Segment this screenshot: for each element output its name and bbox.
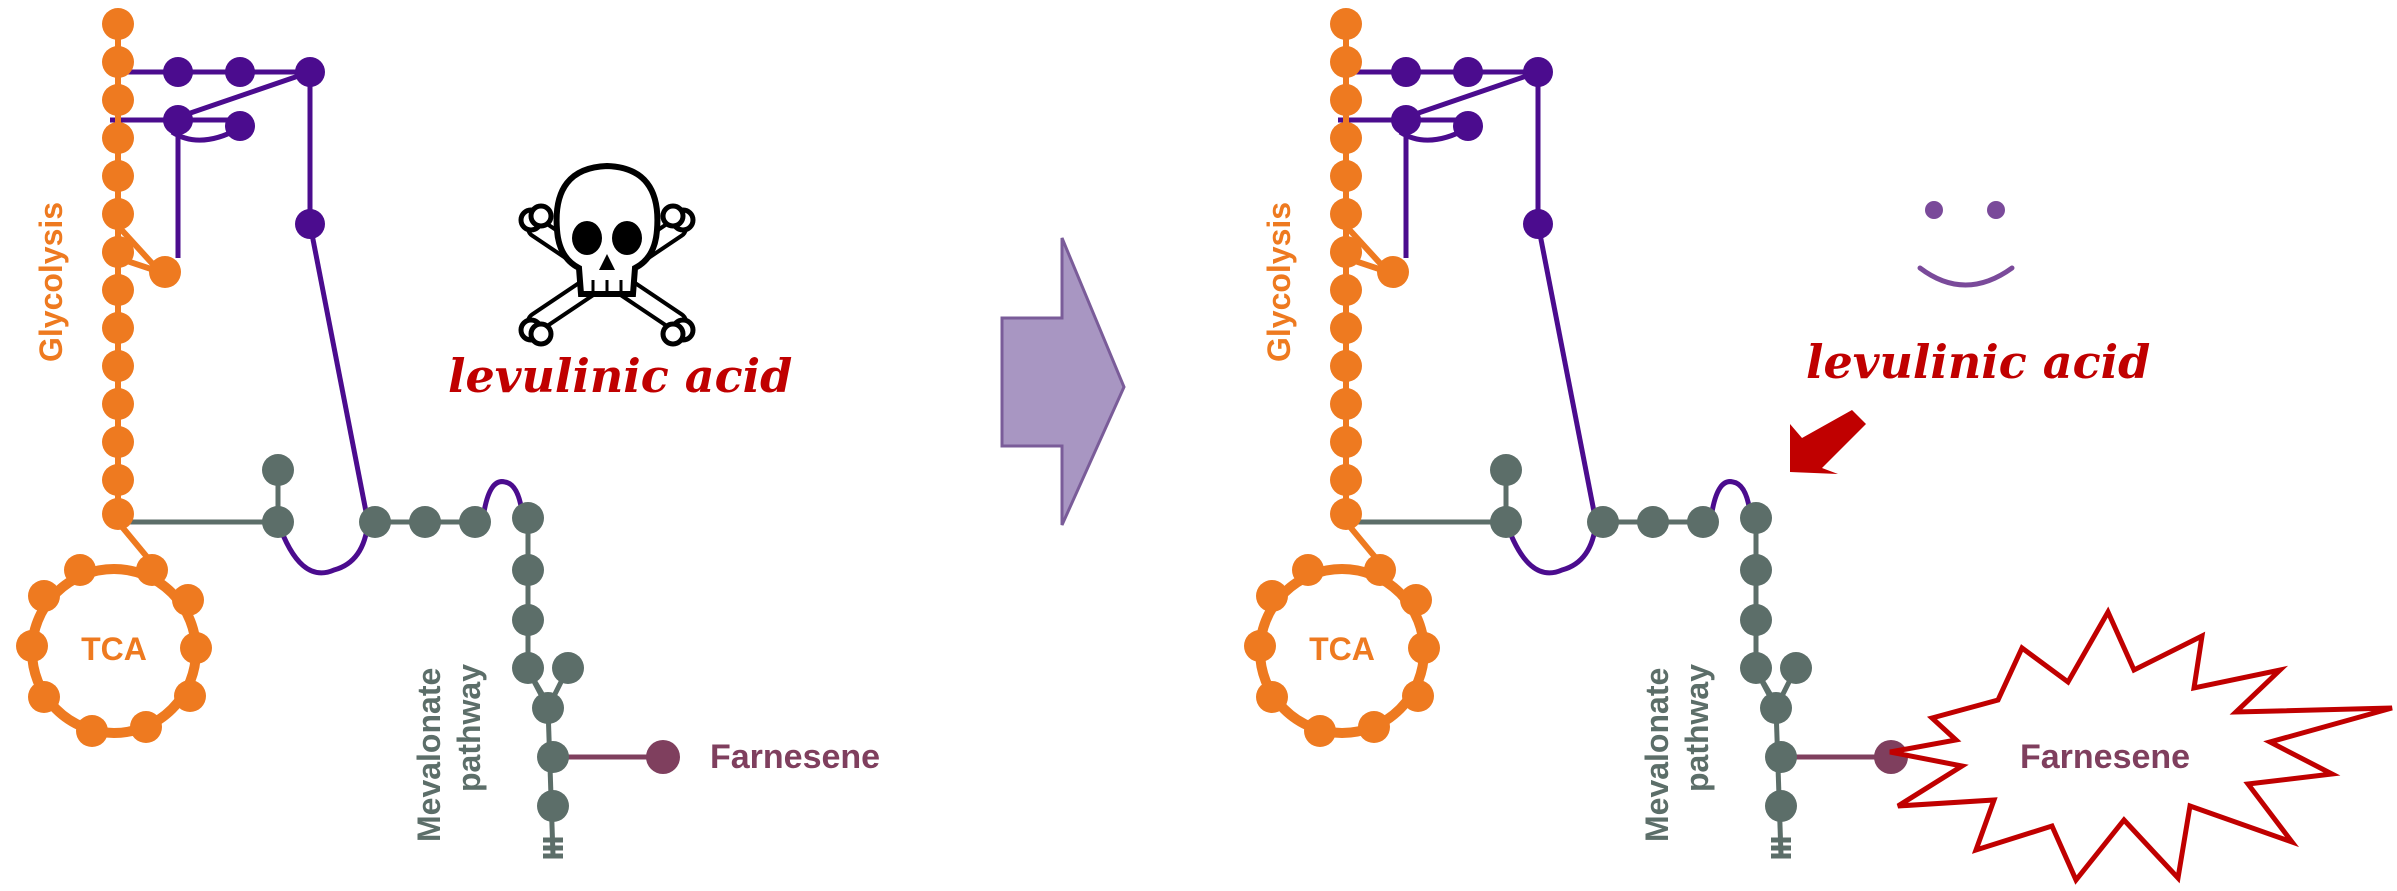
tca-label: TCA xyxy=(81,631,147,667)
explosion-burst-icon xyxy=(1889,606,2393,885)
left-panel: Glycolysis TCA Mevalonate pathway Farnes… xyxy=(16,8,880,856)
farnesene-label: Farnesene xyxy=(2020,738,2190,776)
pathway-label: pathway xyxy=(451,664,487,792)
left-pathway-network xyxy=(16,8,680,856)
right-panel: Glycolysis TCA Mevalonate pathway Farnes… xyxy=(1244,8,2393,885)
smiley-face-icon xyxy=(1917,201,2015,288)
right-pathway-network xyxy=(1244,8,1908,856)
farnesene-label: Farnesene xyxy=(710,738,880,776)
pathway-label: pathway xyxy=(1679,664,1715,792)
skull-and-crossbones-icon xyxy=(518,162,696,347)
glycolysis-label: Glycolysis xyxy=(1261,202,1297,362)
red-pointer-arrow-icon xyxy=(1790,410,1866,474)
levulinic-acid-label: levulinic acid xyxy=(448,349,792,403)
glycolysis-label: Glycolysis xyxy=(33,202,69,362)
tca-label: TCA xyxy=(1309,631,1375,667)
mevalonate-label: Mevalonate xyxy=(411,668,447,842)
levulinic-acid-label: levulinic acid xyxy=(1806,335,2150,389)
mevalonate-label: Mevalonate xyxy=(1639,668,1675,842)
right-arrow-icon xyxy=(1000,237,1126,526)
